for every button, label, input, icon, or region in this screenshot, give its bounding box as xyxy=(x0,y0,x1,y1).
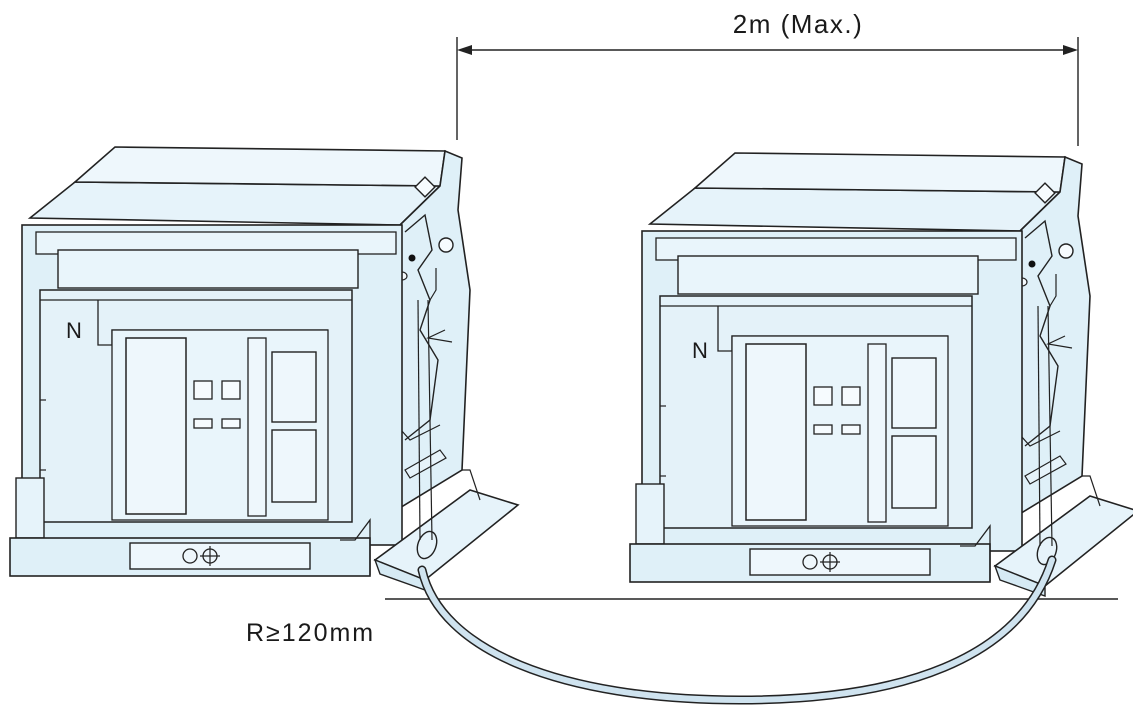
distance-label: 2m (Max.) xyxy=(733,9,864,39)
interlock-cable xyxy=(419,557,1055,704)
bend-radius-label: R≥120mm xyxy=(246,619,375,647)
circuit-breaker-left: N xyxy=(9,146,519,591)
distance-dimension: 2m (Max.) xyxy=(456,9,1079,146)
neutral-mark-left: N xyxy=(66,318,82,343)
neutral-mark-right: N xyxy=(692,338,708,363)
circuit-breaker-right: N xyxy=(629,152,1133,597)
